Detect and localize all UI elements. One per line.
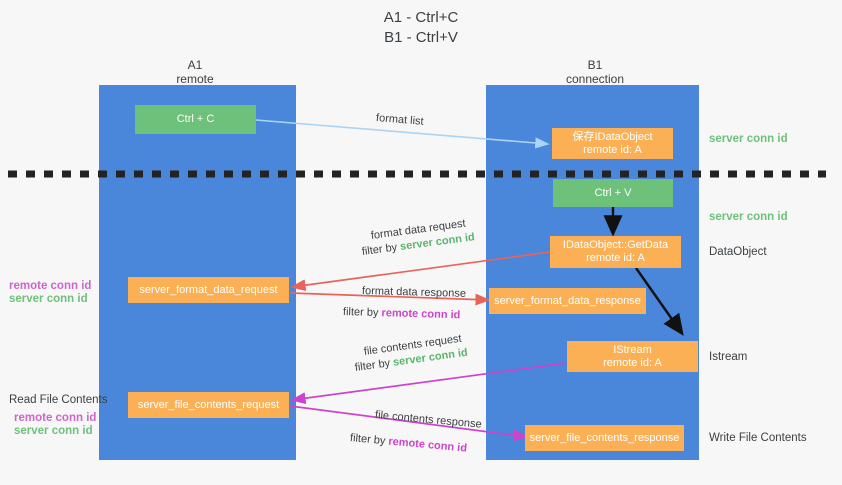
annotation-format-data-response: format data response [361, 285, 467, 300]
node-ctrl-v-label: Ctrl + V [594, 186, 632, 199]
left-label-read-file-contents: Read File Contents [9, 394, 108, 406]
arrow-format-data-response [289, 292, 491, 306]
node-server-format-data-request[interactable]: server_format_data_request [128, 277, 289, 303]
annotation-format-data-response-filter-prefix: filter by [342, 306, 382, 320]
right-label-dataobject: DataObject [709, 246, 767, 258]
node-server-file-contents-response-label: server_file_contents_response [529, 431, 680, 444]
annotation-file-contents-request-filter-prefix: filter by [354, 356, 394, 374]
right-label-istream: Istream [709, 351, 748, 363]
node-server-file-contents-response[interactable]: server_file_contents_response [525, 425, 684, 451]
column-a1-role: remote [176, 72, 214, 86]
node-server-format-data-response-label: server_format_data_response [494, 294, 641, 307]
right-label-server-conn-id-2: server conn id [709, 211, 788, 223]
title-line-1: A1 - Ctrl+C [383, 9, 459, 26]
node-istream[interactable]: IStream remote id: A [567, 341, 698, 372]
right-label-server-conn-id-1: server conn id [709, 133, 788, 145]
node-getdata-line2: remote id: A [586, 252, 645, 264]
node-server-format-data-request-label: server_format_data_request [139, 283, 278, 296]
arrow-getdata-to-istream [635, 267, 684, 336]
arrow-file-contents-request [290, 362, 567, 405]
node-save-dataobject-line2: remote id: A [583, 143, 642, 156]
node-ctrl-v[interactable]: Ctrl + V [553, 179, 673, 207]
diagram-title: A1 - Ctrl+C B1 - Ctrl+V [0, 8, 842, 48]
column-b1-name: B1 [587, 58, 603, 72]
node-save-dataobject[interactable]: 保存IDataObject remote id: A [552, 128, 673, 159]
arrow-file-contents-response [289, 405, 529, 442]
node-getdata-line1: IDataObject::GetData [562, 239, 669, 251]
left-label-server-conn-id-1: server conn id [9, 293, 88, 305]
column-header-b1: B1 connection [525, 58, 665, 86]
node-getdata[interactable]: IDataObject::GetData remote id: A [550, 236, 681, 268]
left-label-server-conn-id-2: server conn id [14, 425, 93, 437]
node-save-dataobject-line1: 保存IDataObject [572, 130, 653, 143]
node-ctrl-c-label: Ctrl + C [176, 113, 215, 125]
arrow-format-data-request [290, 251, 551, 292]
column-header-a1: A1 remote [125, 58, 265, 86]
node-istream-line1: IStream [613, 343, 652, 356]
annotation-format-data-response-filter-value: remote conn id [381, 307, 461, 322]
left-label-remote-conn-id-2: remote conn id [14, 412, 97, 424]
node-ctrl-c[interactable]: Ctrl + C [135, 105, 256, 134]
left-label-remote-conn-id-1: remote conn id [9, 280, 92, 292]
node-server-file-contents-request[interactable]: server_file_contents_request [128, 392, 289, 418]
arrow-format-list [255, 119, 550, 149]
column-a1-name: A1 [187, 58, 203, 72]
right-label-write-file-contents: Write File Contents [709, 432, 807, 444]
node-istream-line2: remote id: A [603, 356, 662, 369]
title-line-2: B1 - Ctrl+V [384, 29, 458, 46]
node-server-format-data-response[interactable]: server_format_data_response [489, 288, 646, 314]
annotation-format-data-request-filter-prefix: filter by [361, 241, 401, 258]
column-b1-role: connection [565, 72, 625, 86]
annotation-file-contents-response-filter-prefix: filter by [349, 432, 389, 448]
node-server-file-contents-request-label: server_file_contents_request [137, 398, 280, 411]
